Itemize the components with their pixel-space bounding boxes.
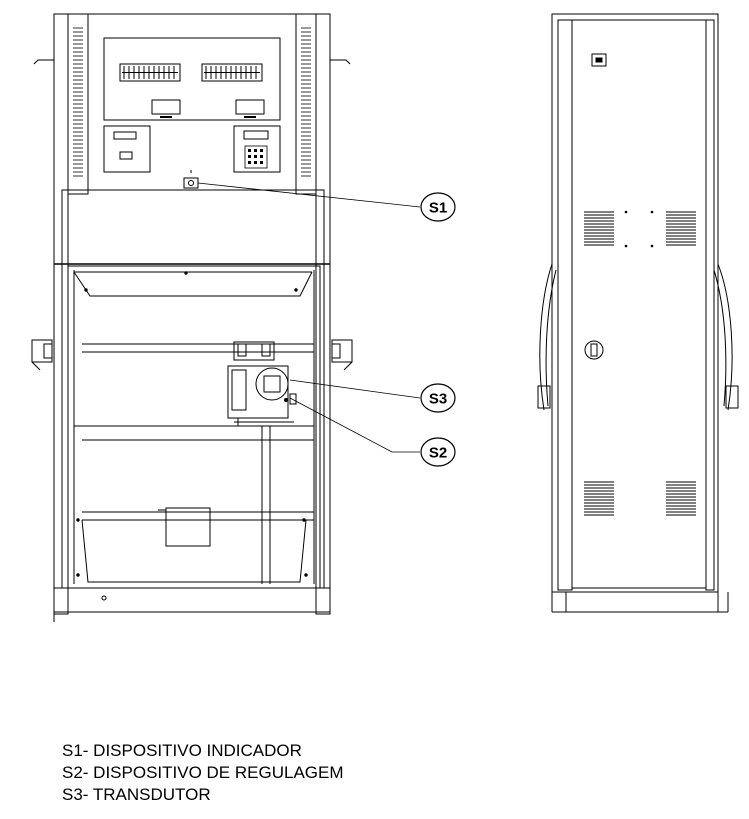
card-reader	[103, 125, 151, 173]
callout-s3: S3	[420, 383, 456, 413]
legend: S1- DISPOSITIVO INDICADOR S2- DISPOSITIV…	[62, 740, 344, 806]
side-vent-top-left	[584, 211, 614, 246]
meter-assembly	[227, 341, 297, 426]
legend-item-s2: S2- DISPOSITIVO DE REGULAGEM	[62, 763, 344, 782]
door-handle-icon	[584, 340, 604, 360]
callout-s3-label: S3	[429, 391, 447, 408]
front-base	[53, 587, 331, 613]
left-column-vent	[73, 27, 83, 177]
indicator-device-s1	[183, 177, 199, 189]
filter-box	[165, 507, 211, 547]
unit-price-display-left	[151, 99, 181, 115]
callout-leaders	[197, 182, 421, 453]
callout-s1: S1	[420, 192, 456, 222]
side-vent-bottom-right	[666, 481, 696, 516]
hydraulic-compartment	[67, 265, 321, 589]
legend-item-s3: S3- TRANSDUTOR	[62, 785, 211, 804]
right-column-vent	[301, 27, 311, 177]
display-window	[103, 37, 281, 121]
callout-s2-label: S2	[429, 445, 447, 462]
display-digits-left	[119, 63, 181, 82]
display-digits-right	[201, 63, 263, 82]
keypad-module	[233, 125, 281, 173]
legend-item-s1: S1- DISPOSITIVO INDICADOR	[62, 741, 302, 760]
keypad-icon	[244, 145, 268, 169]
callout-s2: S2	[420, 437, 456, 467]
right-nozzle-holder	[331, 339, 353, 371]
side-view	[537, 13, 739, 613]
unit-price-display-right	[235, 99, 265, 115]
head-panel	[87, 13, 297, 191]
side-vent-bottom-left	[584, 481, 614, 516]
side-vent-top-right	[666, 211, 696, 246]
keypad-keys	[248, 149, 263, 164]
side-base	[565, 591, 719, 613]
lock-icon	[591, 53, 607, 67]
front-view	[31, 13, 353, 622]
left-nozzle-holder	[31, 339, 53, 371]
callout-s1-label: S1	[429, 200, 447, 217]
